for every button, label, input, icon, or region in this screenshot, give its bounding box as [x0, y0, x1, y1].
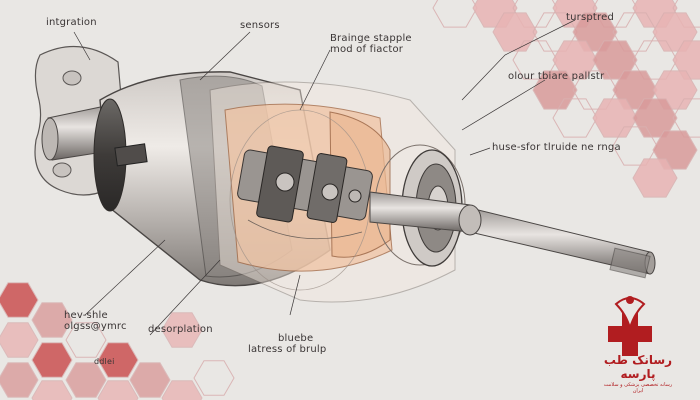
- brand-name: رسانک طب پارسه: [603, 353, 673, 381]
- callout-leader-lines: [73, 19, 576, 336]
- hexagon-shape: [672, 98, 700, 138]
- brand-tagline: رسانه تخصصی پزشکی و سلامت ایران: [603, 382, 673, 394]
- hexagon-shape: [672, 0, 700, 28]
- hexagon-decoration-top-right: [432, 0, 700, 198]
- hexagon-shape: [612, 12, 658, 52]
- label-ddlei: ddlei: [94, 357, 115, 366]
- hexagon-shape: [129, 362, 171, 398]
- label-sensors: sensors: [240, 20, 280, 31]
- label-hev-shle-line2: olgss@ymrc: [64, 321, 127, 332]
- label-bluebe: bluebe latress of brulp: [248, 333, 326, 355]
- label-tursptred: tursptred: [566, 12, 615, 23]
- hexagon-shape: [31, 302, 73, 338]
- hexagon-shape: [632, 158, 678, 198]
- brand-watermark: رسانک طب پارسه رسانه تخصصی پزشکی و سلامت…: [598, 353, 678, 394]
- hexagon-shape: [672, 40, 700, 80]
- hexagon-shape: [193, 360, 235, 396]
- label-desorplation: desorplation: [148, 324, 213, 335]
- hexagon-shape: [0, 282, 39, 318]
- hexagon-shape: [592, 0, 638, 28]
- hexagon-shape: [552, 98, 598, 138]
- hexagon-shape: [0, 322, 39, 358]
- hexagon-shape: [432, 0, 478, 28]
- brand-logo-icon: [608, 296, 652, 356]
- label-brainge-stapple: Brainge stapple mod of fiactor: [330, 33, 412, 55]
- hexagon-shape: [31, 342, 73, 378]
- hexagon-shape: [0, 362, 39, 398]
- hexagon-shape: [552, 40, 598, 80]
- hexagon-shape: [161, 380, 203, 400]
- hexagon-shape: [592, 98, 638, 138]
- label-brainge-line2: mod of fiactor: [330, 44, 404, 55]
- hexagon-shape: [65, 322, 107, 358]
- internal-rotor-assembly: [237, 145, 373, 223]
- label-huse-sfor: huse-sfor tlruide ne rnga: [492, 142, 621, 153]
- label-intgration: intgration: [46, 17, 97, 28]
- hexagon-shape: [97, 342, 139, 378]
- label-hev-shle-line1: hev-shle: [64, 310, 108, 321]
- label-olour-pallstr: olour tbiare pallstr: [508, 71, 605, 82]
- label-brainge-line1: Brainge stapple: [330, 33, 412, 44]
- hexagon-decoration-bottom-left: [0, 282, 235, 400]
- hexagon-shape: [65, 362, 107, 398]
- label-bluebe-line1: bluebe: [278, 333, 314, 344]
- hexagon-shape: [31, 380, 73, 400]
- label-hev-shle: hev-shle olgss@ymrc: [64, 310, 127, 332]
- hexagon-shape: [97, 380, 139, 400]
- label-bluebe-line2: latress of brulp: [248, 344, 327, 355]
- hexagon-shape: [161, 312, 203, 348]
- output-shaft: [369, 191, 656, 279]
- hexagon-shape: [492, 12, 538, 52]
- hexagon-shape: [512, 0, 558, 28]
